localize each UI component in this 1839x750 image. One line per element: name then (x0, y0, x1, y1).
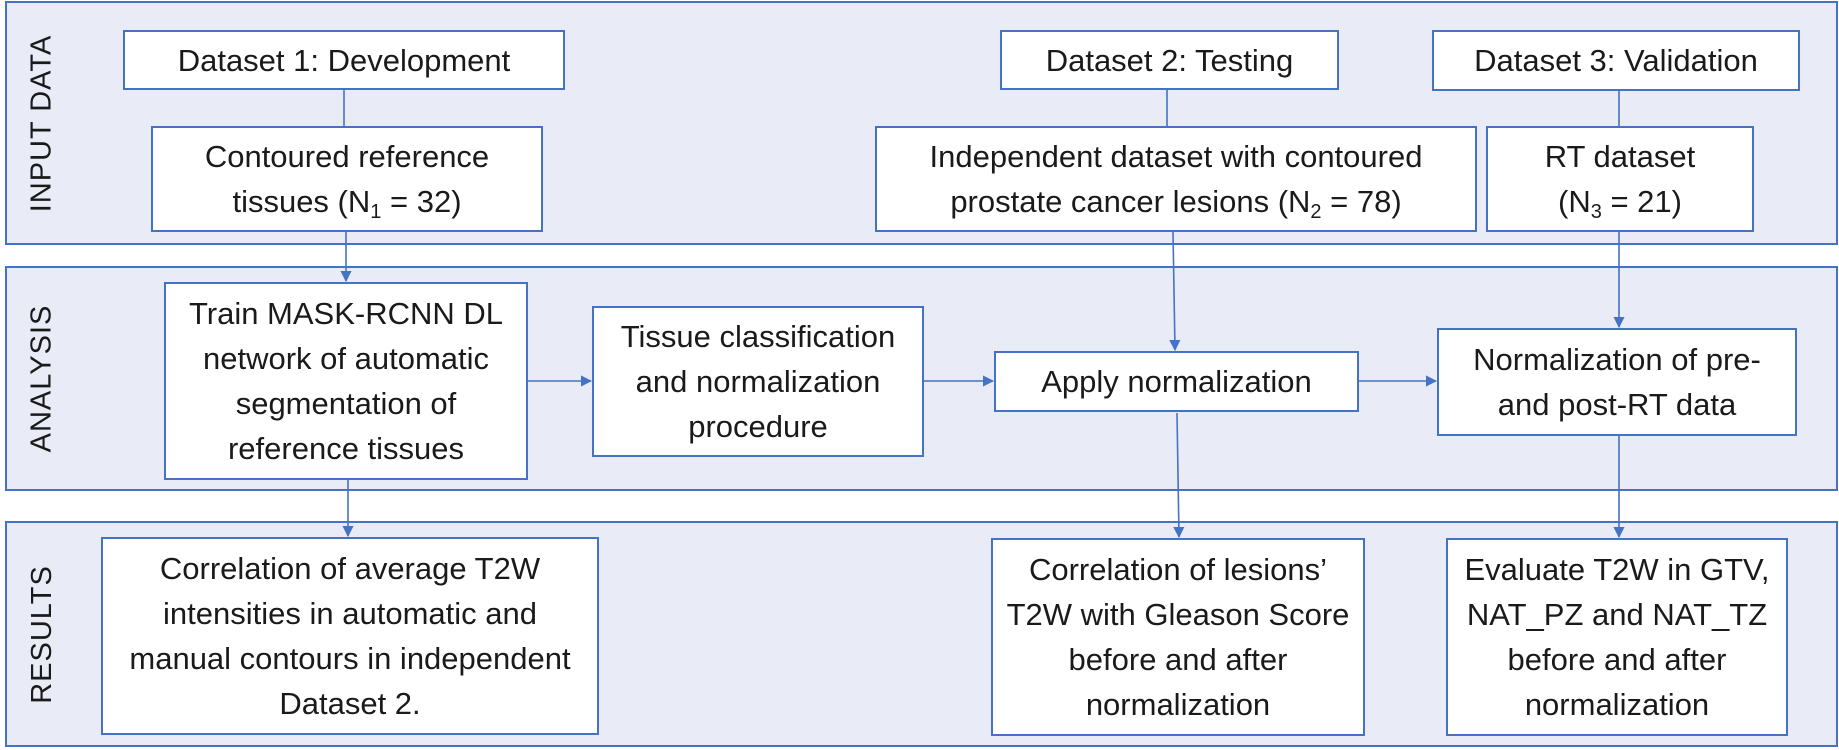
correlation-gleason-text: Correlation of lesions’ T2W with Gleason… (1006, 552, 1350, 722)
dataset3-n-subscript: 3 (1590, 201, 1602, 223)
analysis-label: ANALYSIS (7, 268, 77, 489)
results-label: RESULTS (7, 523, 77, 745)
results-label-text: RESULTS (25, 564, 58, 704)
train-network-text: Train MASK-RCNN DL network of automatic … (188, 296, 504, 466)
correlation-gleason-box: Correlation of lesions’ T2W with Gleason… (991, 538, 1365, 736)
dataset3-description-box: RT dataset (N3 = 21) (1486, 126, 1754, 232)
train-network-box: Train MASK-RCNN DL network of automatic … (164, 282, 528, 480)
analysis-label-text: ANALYSIS (25, 304, 58, 453)
dataset3-description-line2-post: = 21) (1601, 184, 1682, 219)
dataset1-description-line1: Contoured reference (204, 139, 490, 174)
input-data-label: INPUT DATA (7, 3, 77, 243)
dataset2-description-box: Independent dataset with contoured prost… (875, 126, 1477, 232)
evaluate-t2w-text: Evaluate T2W in GTV, NAT_PZ and NAT_TZ b… (1464, 552, 1770, 722)
dataset1-n-subscript: 1 (370, 201, 382, 223)
dataset2-description: Independent dataset with contoured prost… (930, 134, 1423, 224)
correlation-auto-manual-box: Correlation of average T2W intensities i… (101, 537, 599, 735)
dataset2-description-line1: Independent dataset with contoured (929, 139, 1423, 174)
normalization-rt-box: Normalization of pre- and post-RT data (1437, 328, 1797, 436)
dataset2-description-line2-pre: prostate cancer lesions (N (950, 184, 1311, 219)
dataset3-title: Dataset 3: Validation (1474, 43, 1758, 78)
input-data-label-text: INPUT DATA (25, 34, 58, 212)
apply-normalization-box: Apply normalization (994, 351, 1359, 412)
dataset1-description-box: Contoured reference tissues (N1 = 32) (151, 126, 543, 232)
dataset1-description: Contoured reference tissues (N1 = 32) (205, 134, 489, 224)
dataset2-title-box: Dataset 2: Testing (1000, 30, 1339, 90)
dataset2-title: Dataset 2: Testing (1045, 42, 1294, 78)
dataset1-title-box: Dataset 1: Development (123, 30, 565, 90)
tissue-classification-text: Tissue classification and normalization … (620, 319, 896, 444)
tissue-classification-box: Tissue classification and normalization … (592, 306, 924, 457)
dataset2-description-line2-post: = 78) (1321, 184, 1402, 219)
dataset3-title-box: Dataset 3: Validation (1432, 30, 1800, 91)
apply-normalization-text: Apply normalization (1041, 364, 1312, 399)
dataset3-description-line2-pre: (N (1558, 184, 1591, 219)
dataset2-n-subscript: 2 (1310, 201, 1322, 223)
dataset1-description-line2-pre: tissues (N (232, 184, 371, 219)
dataset3-description-line1: RT dataset (1544, 139, 1696, 174)
dataset1-title: Dataset 1: Development (177, 42, 511, 78)
dataset1-description-line2-post: = 32) (381, 184, 462, 219)
normalization-rt-text: Normalization of pre- and post-RT data (1473, 342, 1761, 422)
evaluate-t2w-box: Evaluate T2W in GTV, NAT_PZ and NAT_TZ b… (1446, 538, 1788, 736)
correlation-auto-manual-text: Correlation of average T2W intensities i… (129, 551, 571, 721)
dataset3-description: RT dataset (N3 = 21) (1545, 134, 1696, 224)
